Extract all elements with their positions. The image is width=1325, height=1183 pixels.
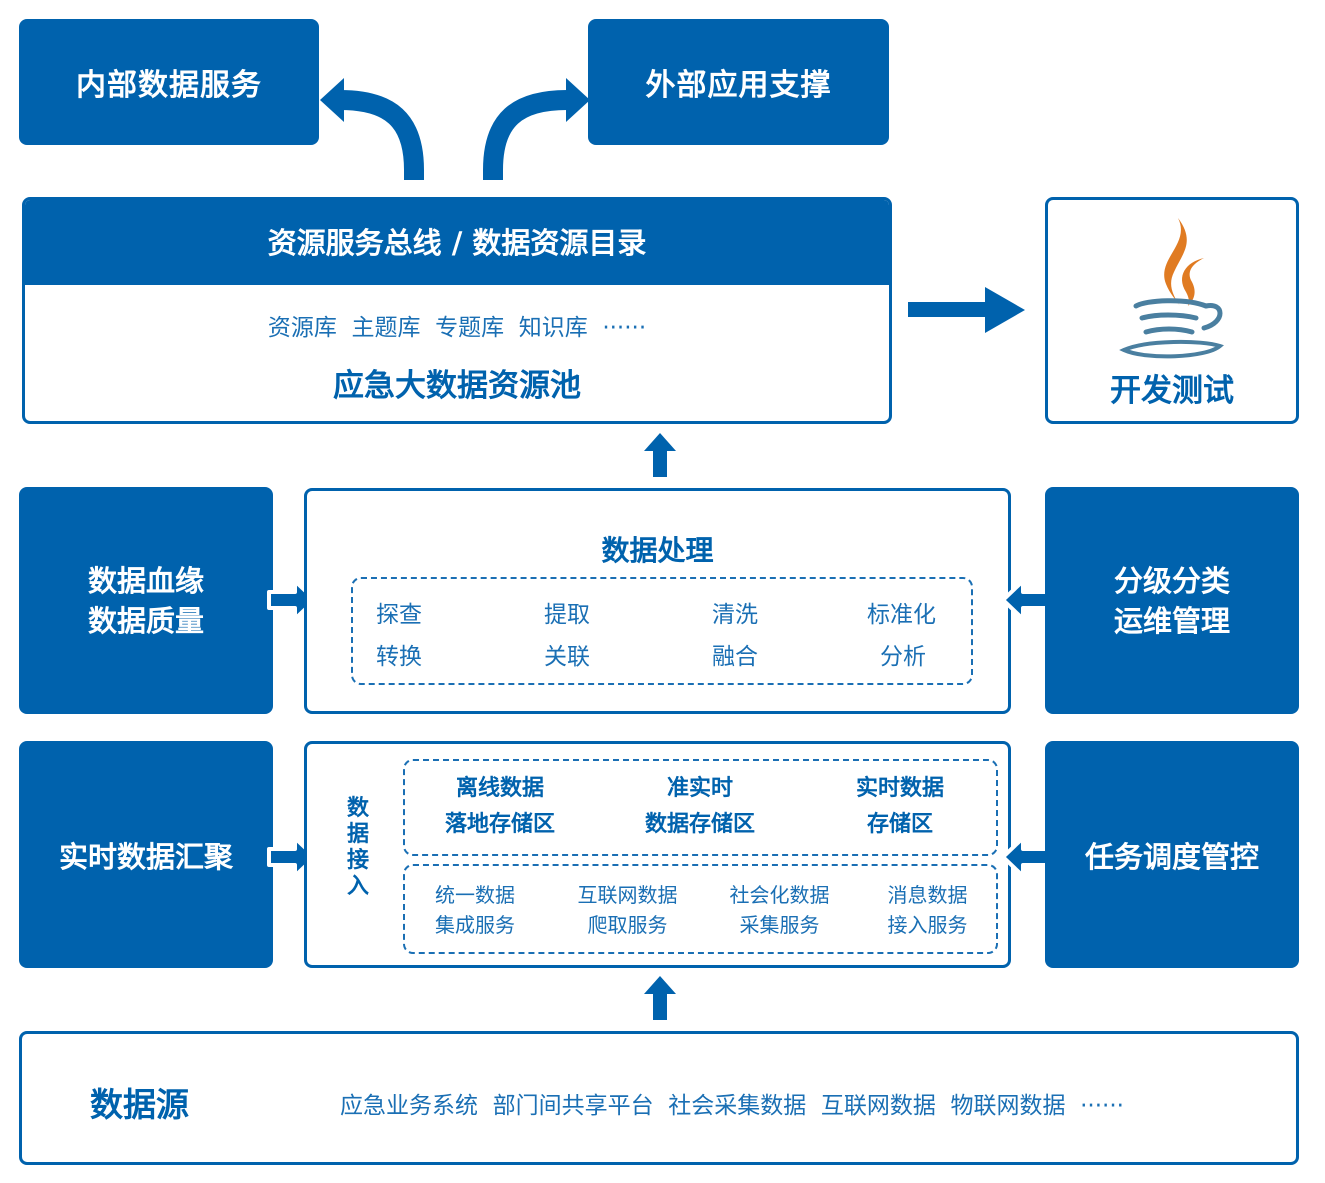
storage-line: 数据存储区 [644, 812, 755, 837]
library-item: 资源库 [267, 315, 337, 341]
source-item: 物联网数据 [950, 1093, 1066, 1119]
arrow-up-icon [644, 976, 676, 1020]
resource-library-list: 资源库 主题库 专题库 知识库 ······ [25, 308, 889, 342]
service-line: 社会化数据 [729, 883, 830, 907]
near-realtime-storage: 准实时 数据存储区 [605, 771, 795, 843]
step-clean: 清洗 [712, 602, 758, 628]
task-scheduling-box: 任务调度管控 [1045, 741, 1299, 968]
integration-service: 统一数据 集成服务 [405, 880, 545, 940]
source-ellipsis: ······ [1080, 1093, 1124, 1119]
arrow-right-icon [908, 287, 1025, 333]
ingest-char: 接 [346, 848, 369, 873]
ingest-services-group: 统一数据 集成服务 互联网数据 爬取服务 社会化数据 采集服务 消息数据 接入服… [403, 864, 998, 954]
step-transform: 转换 [376, 644, 422, 670]
source-item: 互联网数据 [820, 1093, 936, 1119]
step-extract: 提取 [544, 602, 590, 628]
ingest-char: 据 [346, 822, 369, 847]
resource-bus-title: 资源服务总线 / 数据资源目录 [267, 226, 647, 260]
source-item: 应急业务系统 [340, 1093, 478, 1119]
step-analyze: 分析 [880, 644, 926, 670]
storage-line: 离线数据 [455, 776, 544, 801]
resource-pool-title: 应急大数据资源池 [333, 368, 581, 404]
library-ellipsis: ······ [602, 315, 647, 341]
storage-line: 落地存储区 [444, 812, 555, 837]
service-line: 消息数据 [887, 883, 968, 907]
data-source-panel: 数据源 应急业务系统 部门间共享平台 社会采集数据 互联网数据 物联网数据 ··… [19, 1031, 1299, 1165]
processing-steps-group: 探查 提取 清洗 标准化 转换 关联 融合 分析 [351, 577, 973, 685]
external-app-support-box: 外部应用支撑 [588, 19, 889, 145]
crawl-service: 互联网数据 爬取服务 [555, 880, 700, 940]
ops-management-label: 运维管理 [1113, 603, 1230, 638]
resource-bus-header: 资源服务总线 / 数据资源目录 [25, 200, 889, 285]
dev-test-box: 开发测试 [1045, 197, 1299, 424]
realtime-aggregation-box: 实时数据汇聚 [19, 741, 273, 968]
arrow-up-icon [644, 433, 676, 477]
library-item: 专题库 [435, 315, 505, 341]
service-line: 采集服务 [739, 913, 820, 937]
library-item: 知识库 [518, 315, 588, 341]
data-source-title: 数据源 [90, 1085, 189, 1124]
classification-ops-box: 分级分类 运维管理 [1045, 487, 1299, 714]
storage-line: 实时数据 [855, 776, 944, 801]
library-item: 主题库 [351, 315, 421, 341]
step-associate: 关联 [544, 644, 590, 670]
step-explore: 探查 [376, 602, 422, 628]
social-collect-service: 社会化数据 采集服务 [707, 880, 852, 940]
data-ingest-panel: 数 据 接 入 离线数据 落地存储区 准实时 数据存储区 实时数据 存储区 统一… [304, 741, 1011, 968]
service-line: 接入服务 [887, 913, 968, 937]
task-scheduling-label: 任务调度管控 [1084, 839, 1259, 874]
step-fuse: 融合 [712, 644, 758, 670]
dev-test-label: 开发测试 [1110, 373, 1234, 409]
service-line: 统一数据 [435, 883, 515, 907]
message-ingest-service: 消息数据 接入服务 [860, 880, 995, 940]
offline-storage: 离线数据 落地存储区 [405, 771, 595, 843]
arrow-left-small-icon [1001, 836, 1051, 878]
data-processing-panel: 数据处理 探查 提取 清洗 标准化 转换 关联 融合 分析 [304, 488, 1011, 714]
realtime-storage: 实时数据 存储区 [805, 771, 995, 843]
storage-line: 准实时 [666, 776, 733, 801]
internal-data-service-label: 内部数据服务 [76, 68, 262, 103]
data-lineage-label: 数据血缘 [87, 563, 204, 598]
ingest-char: 入 [346, 874, 369, 899]
data-processing-title: 数据处理 [601, 534, 714, 567]
curved-arrow-right-icon [483, 78, 590, 180]
service-line: 互联网数据 [577, 883, 678, 907]
step-standardize: 标准化 [867, 602, 936, 628]
service-line: 集成服务 [435, 913, 515, 937]
data-quality-label: 数据质量 [87, 603, 204, 638]
internal-data-service-box: 内部数据服务 [19, 19, 319, 145]
arrow-left-small-icon [1001, 579, 1051, 621]
data-source-list: 应急业务系统 部门间共享平台 社会采集数据 互联网数据 物联网数据 ······ [340, 1086, 1124, 1120]
curved-arrow-left-icon [320, 78, 424, 180]
storage-line: 存储区 [866, 812, 933, 837]
classification-label: 分级分类 [1113, 563, 1230, 598]
data-ingest-label: 数 据 接 入 [343, 796, 373, 900]
external-app-support-label: 外部应用支撑 [645, 68, 832, 103]
ingest-char: 数 [346, 796, 369, 821]
service-line: 爬取服务 [587, 913, 668, 937]
storage-zone-group: 离线数据 落地存储区 准实时 数据存储区 实时数据 存储区 [403, 759, 998, 856]
java-coffee-cup-icon [1119, 218, 1224, 359]
lineage-quality-box: 数据血缘 数据质量 [19, 487, 273, 714]
resource-pool-panel: 资源服务总线 / 数据资源目录 资源库 主题库 专题库 知识库 ······ 应… [22, 197, 892, 424]
realtime-aggregation-label: 实时数据汇聚 [58, 839, 233, 874]
source-item: 部门间共享平台 [492, 1093, 654, 1119]
source-item: 社会采集数据 [668, 1093, 807, 1119]
